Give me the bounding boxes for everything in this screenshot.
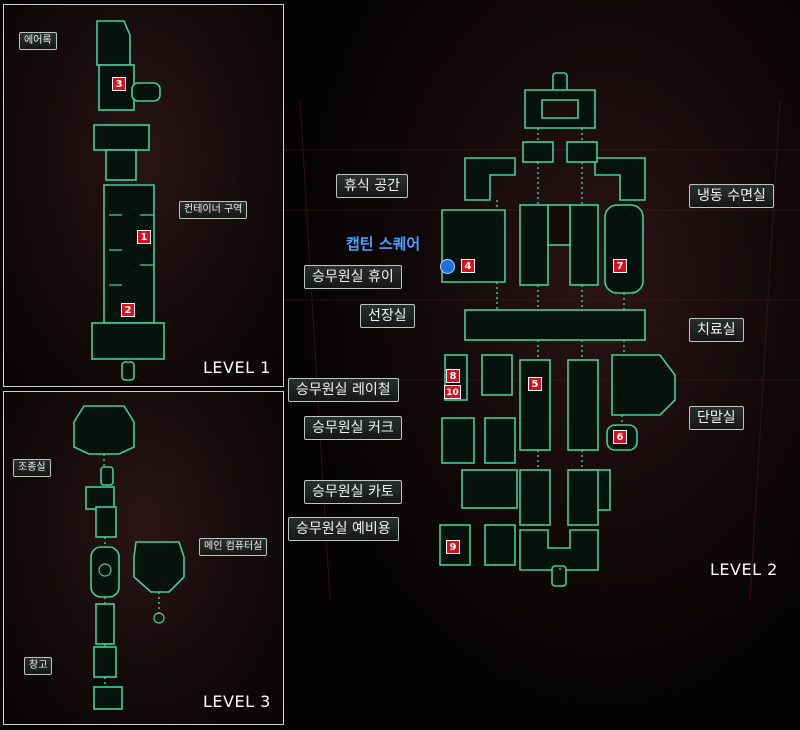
level1-label: LEVEL 1	[203, 358, 271, 377]
marker-7: 7	[613, 259, 627, 273]
level2-dotted-paths	[496, 128, 625, 570]
l1-bottom-elevator	[121, 361, 135, 381]
callout-cockpit: 조종실	[13, 459, 51, 477]
l2-lower-left-room	[461, 469, 518, 509]
l2-mid-corridor	[464, 309, 646, 341]
callout-crew-hui: 승무원실 휴이	[304, 265, 402, 289]
l2-kerk-room	[441, 417, 475, 464]
level3-label: LEVEL 3	[203, 692, 271, 711]
marker-8: 8	[446, 369, 460, 383]
l3-storage-elevator-room	[93, 646, 117, 678]
l2-medbay-room	[611, 354, 676, 416]
captain-square-label: 캡틴 스퀘어	[346, 235, 421, 253]
l2-lower-corridor-left	[519, 469, 551, 526]
l2-center-left-column	[519, 204, 549, 286]
callout-airlock: 에어록	[19, 32, 57, 50]
marker-6: 6	[613, 430, 627, 444]
callout-lounge: 휴식 공간	[336, 174, 408, 198]
l2-bottom-elevator	[551, 565, 567, 587]
level1-panel: 에어록 컨테이너 구역 3 1 2 LEVEL 1	[3, 4, 284, 387]
l3-cockpit	[73, 405, 135, 455]
level3-floorplan	[73, 405, 185, 710]
l2-tall-left-column	[519, 359, 551, 451]
l3-main-computer-room	[133, 541, 185, 593]
marker-2: 2	[121, 303, 135, 317]
level2-label: LEVEL 2	[710, 560, 778, 579]
l2-upper-left-room	[464, 157, 516, 201]
level1-floorplan	[91, 20, 165, 381]
l2-upper-right-room	[594, 157, 646, 201]
l2-corridor-right-top	[566, 141, 598, 163]
l2-cato-room	[484, 524, 516, 566]
l2-cryo-room	[604, 204, 644, 294]
marker-9: 9	[446, 540, 460, 554]
l2-lower-corridor-right	[567, 469, 599, 526]
marker-1: 1	[137, 230, 151, 244]
l2-bottom-room	[519, 529, 599, 571]
marker-5: 5	[528, 377, 542, 391]
callout-terminal: 단말실	[689, 406, 744, 430]
l1-mid-connector	[105, 149, 137, 181]
callout-medbay: 치료실	[689, 318, 744, 342]
l3-corridor-1	[85, 486, 115, 510]
l2-center-block	[547, 204, 571, 246]
access-a-icon	[98, 563, 165, 624]
l2-lounge-room	[441, 209, 506, 283]
l3-upper-elevator	[100, 466, 114, 486]
l1-lower-room	[91, 322, 165, 360]
l2-tall-right-column	[567, 359, 599, 451]
l2-raychul-room	[484, 417, 516, 464]
l1-room-3-wing	[131, 82, 161, 102]
callout-crew-cato: 승무원실 카토	[304, 480, 402, 504]
callout-crew-kerk: 승무원실 커크	[304, 416, 402, 440]
marker-10: 10	[444, 385, 461, 399]
callout-crew-spare: 승무원실 예비용	[288, 517, 399, 541]
marker-4: 4	[461, 259, 475, 273]
l2-center-right-column	[569, 204, 599, 286]
callout-cryo: 냉동 수면실	[689, 184, 774, 208]
l1-upper-corridor	[93, 124, 150, 151]
l3-corridor-2	[95, 506, 117, 538]
level3-panel: 조종실 메인 컴퓨터실 창고 LEVEL 3	[3, 391, 284, 725]
callout-crew-raychul: 승무원실 레이철	[288, 378, 399, 402]
l3-access-room-1	[90, 546, 120, 598]
callout-captain-room: 선장실	[360, 304, 415, 328]
l3-storage-room	[93, 686, 123, 710]
l2-top-room	[524, 89, 596, 129]
callout-main-computer: 메인 컴퓨터실	[199, 538, 268, 556]
callout-storage: 창고	[24, 657, 53, 675]
l2-hui-room	[481, 354, 513, 396]
l2-corridor-left-top	[522, 141, 554, 163]
l1-airlock-room	[96, 20, 131, 66]
callout-container-area: 컨테이너 구역	[179, 201, 248, 219]
l3-corridor-3	[95, 603, 115, 645]
marker-3: 3	[112, 77, 126, 91]
captain-square-location-dot	[440, 259, 455, 274]
